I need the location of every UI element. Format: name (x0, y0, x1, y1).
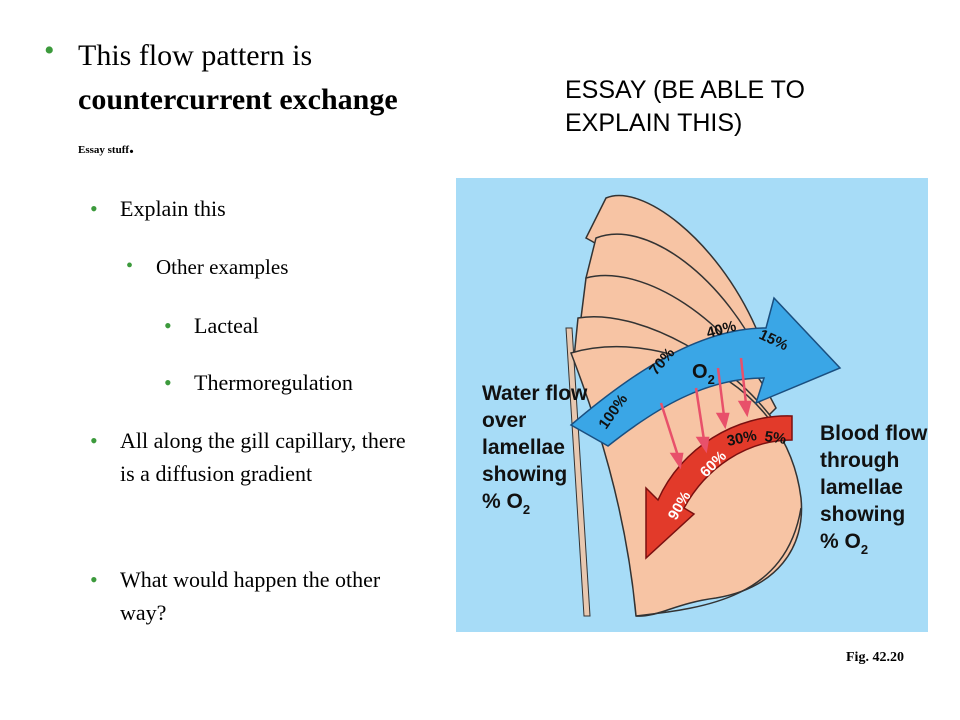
gill-diagram: 100% 70% 40% 15% 90% 60% 30% 5% O2 Water… (482, 194, 928, 617)
svg-text:lamellae: lamellae (820, 476, 903, 499)
bullet-dot: • (164, 313, 172, 338)
svg-text:Water flow: Water flow (482, 382, 588, 405)
bullet-other-examples: • Other examples (126, 250, 446, 284)
svg-text:showing: showing (820, 503, 905, 526)
bullet-text: All along the gill capillary, there is a… (120, 428, 406, 486)
blood-flow-arrow (645, 415, 793, 560)
o2-label: O2 (692, 361, 715, 387)
svg-text:% O2: % O2 (482, 490, 530, 517)
svg-text:showing: showing (482, 463, 567, 486)
figure-caption: Fig. 42.20 (846, 650, 904, 665)
bullet-dot: • (90, 196, 98, 221)
gill-figure: 100% 70% 40% 15% 90% 60% 30% 5% O2 Water… (456, 178, 928, 632)
main-bullet-bold: countercurrent exchange (78, 83, 398, 116)
water-flow-label: Water flow over lamellae showing % O2 (482, 382, 588, 517)
bullet-thermoregulation: • Thermoregulation (164, 366, 454, 399)
essay-heading: ESSAY (BE ABLE TO EXPLAIN THIS) (565, 76, 805, 137)
essay-note-dot: . (129, 136, 135, 158)
bullet-diffusion-gradient: • All along the gill capillary, there is… (90, 424, 420, 490)
blood-percent: 5% (763, 428, 787, 448)
main-bullet-line1: This flow pattern is (78, 39, 313, 72)
svg-text:through: through (820, 449, 899, 472)
svg-text:% O2: % O2 (820, 530, 868, 557)
bullet-text: What would happen the other way? (120, 567, 381, 625)
blood-flow-label: Blood flow through lamellae showing % O2 (820, 422, 928, 557)
bullet-explain: • Explain this (90, 192, 440, 225)
bullet-dot: • (126, 255, 134, 277)
bullet-dot: • (44, 34, 55, 67)
svg-text:lamellae: lamellae (482, 436, 565, 459)
bullet-text: Thermoregulation (194, 370, 353, 395)
svg-text:Blood flow: Blood flow (820, 422, 928, 445)
blood-percent: 30% (725, 427, 758, 450)
main-bullet-text: This flow pattern is countercurrent exch… (78, 34, 478, 172)
bullet-text: Explain this (120, 196, 226, 221)
bullet-dot: • (164, 370, 172, 395)
svg-text:over: over (482, 409, 526, 432)
bullet-text: Lacteal (194, 313, 259, 338)
diffusion-arrows (659, 357, 752, 470)
bullet-lacteal: • Lacteal (164, 309, 454, 342)
bullet-text: Other examples (156, 255, 289, 279)
water-flow-arrow (569, 296, 842, 447)
bullet-other-way: • What would happen the other way? (90, 563, 420, 629)
bullet-dot: • (90, 428, 98, 453)
essay-note: Essay stuff (78, 144, 130, 156)
bullet-dot: • (90, 567, 98, 592)
